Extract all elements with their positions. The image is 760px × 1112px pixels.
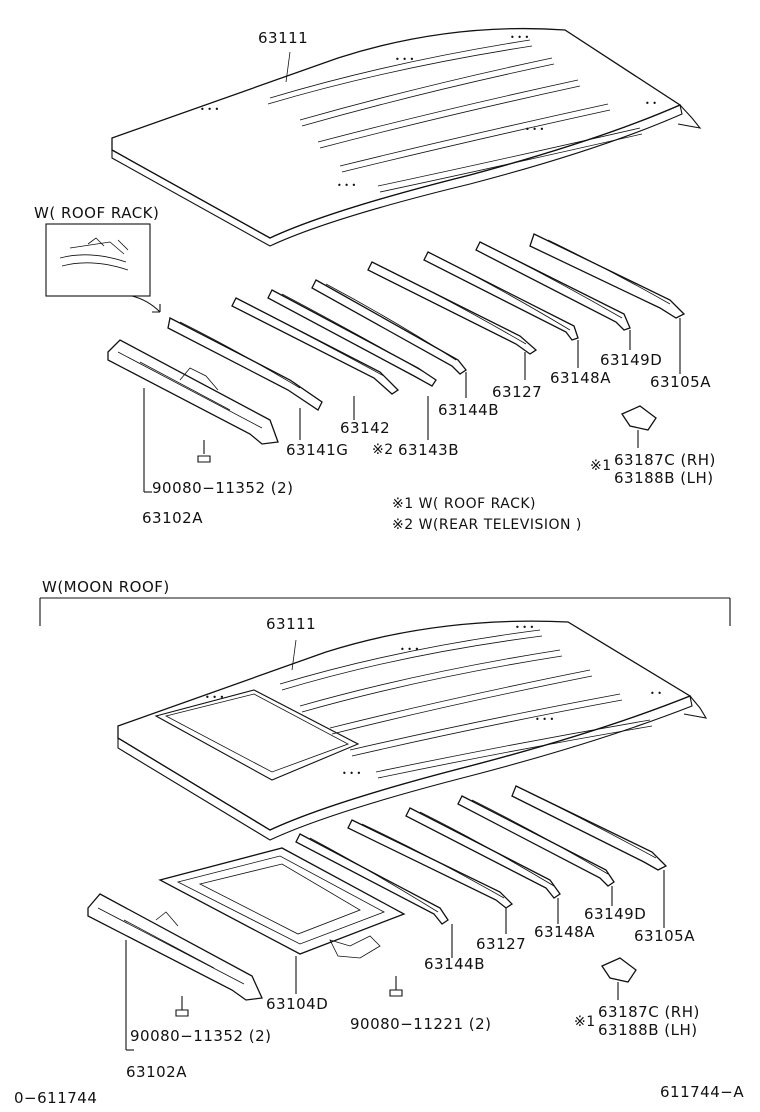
label-bracket-lh-top: 63188B (LH) xyxy=(614,469,714,487)
diagram-code-right: 611744−A xyxy=(660,1083,745,1101)
svg-text:• • •: • • • xyxy=(342,769,361,778)
label-bow-63142: 63142 xyxy=(340,419,391,437)
label-roof-rack-box: W( ROOF RACK) xyxy=(34,204,160,222)
label-bow-63141g: 63141G xyxy=(286,441,349,459)
label-bow-63143b: 63143B xyxy=(398,441,460,459)
label-front-header-top: 63102A xyxy=(142,509,203,527)
label-bow-63144b: 63144B xyxy=(438,401,500,419)
roof-panel-bottom: • • • • • • • • • • • • • • • • • xyxy=(117,620,708,841)
label-mark-1-bottom: ※1 xyxy=(574,1014,596,1030)
diagram-code-left: 0−611744 xyxy=(14,1089,98,1107)
svg-text:• • •: • • • xyxy=(510,33,529,42)
svg-text:• • •: • • • xyxy=(515,623,534,632)
label-front-header-bottom: 63102A xyxy=(126,1063,187,1081)
svg-text:• • •: • • • xyxy=(525,125,544,134)
svg-text:• • •: • • • xyxy=(535,715,554,724)
roof-bows-top xyxy=(107,233,686,493)
label-bracket-rh-top: 63187C (RH) xyxy=(614,451,716,469)
label-moonroof-frame: 63104D xyxy=(266,995,329,1013)
roof-panel-top: • • • • • • • • • • • • • • • • • xyxy=(111,27,702,247)
label-roof-panel-top: 63111 xyxy=(258,29,309,47)
note-roof-rack: ※1 W( ROOF RACK) xyxy=(392,496,537,512)
label-moon-roof-section: W(MOON ROOF) xyxy=(42,578,170,596)
label-bow-63149d: 63149D xyxy=(600,351,663,369)
label-bracket-lh-bottom: 63188B (LH) xyxy=(598,1021,698,1039)
label-screw-top: 90080−11352 (2) xyxy=(152,479,294,497)
label-bow-63127: 63127 xyxy=(492,383,543,401)
label-mark-2: ※2 xyxy=(372,442,394,458)
svg-text:• •: • • xyxy=(645,99,657,108)
label-bow-63127-bottom: 63127 xyxy=(476,935,527,953)
label-bracket-rh-bottom: 63187C (RH) xyxy=(598,1003,700,1021)
svg-text:• •: • • xyxy=(650,689,662,698)
note-rear-television: ※2 W(REAR TELEVISION ) xyxy=(392,517,582,533)
roof-rack-inset xyxy=(45,223,161,313)
label-bow-63144b-bottom: 63144B xyxy=(424,955,486,973)
label-frame-screw: 90080−11221 (2) xyxy=(350,1015,492,1033)
label-bow-63105a-bottom: 63105A xyxy=(634,927,695,945)
roof-bows-bottom xyxy=(87,785,668,1051)
label-mark-1-top: ※1 xyxy=(590,458,612,474)
label-screw-bottom: 90080−11352 (2) xyxy=(130,1027,272,1045)
svg-text:• • •: • • • xyxy=(400,645,419,654)
label-bow-63149d-bottom: 63149D xyxy=(584,905,647,923)
label-roof-panel-bottom: 63111 xyxy=(266,615,317,633)
label-bow-63148a-bottom: 63148A xyxy=(534,923,595,941)
svg-text:• • •: • • • xyxy=(337,181,356,190)
label-bow-63148a: 63148A xyxy=(550,369,611,387)
label-bow-63105a: 63105A xyxy=(650,373,711,391)
svg-text:• • •: • • • xyxy=(200,105,219,114)
svg-text:• • •: • • • xyxy=(205,693,224,702)
svg-text:• • •: • • • xyxy=(395,55,414,64)
